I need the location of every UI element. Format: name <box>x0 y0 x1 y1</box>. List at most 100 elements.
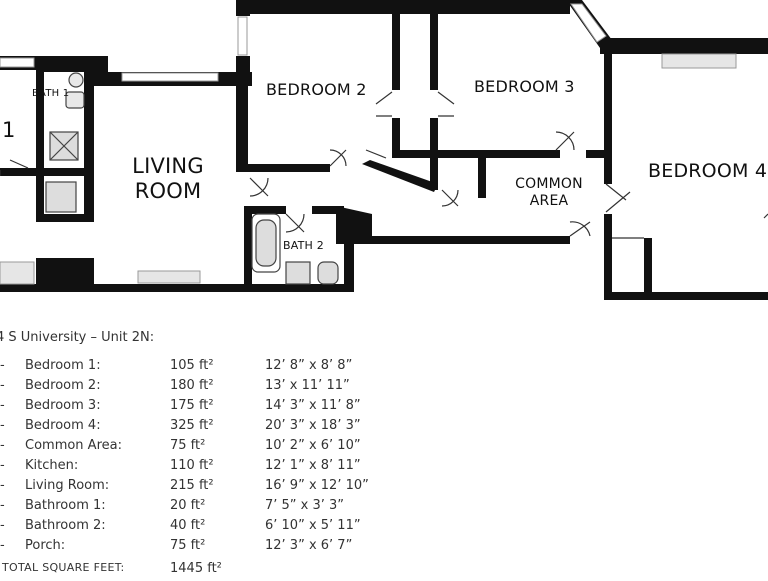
room-dims: 12’ 1” x 8’ 11” <box>265 458 361 473</box>
room-name: Bedroom 1: <box>25 358 101 373</box>
door <box>365 149 387 159</box>
room-name: Porch: <box>25 538 66 553</box>
room-name: Bedroom 3: <box>25 398 101 413</box>
wall <box>600 38 768 54</box>
bullet: - <box>0 458 5 473</box>
room-name: Common Area: <box>25 438 122 453</box>
door <box>763 213 768 219</box>
doors <box>0 91 768 239</box>
wall <box>248 164 330 172</box>
bullet: - <box>0 478 5 493</box>
room-dims: 16’ 9” x 12’ 10” <box>265 478 369 493</box>
bullet: - <box>0 438 5 453</box>
room-label-common-area: COMMON AREA <box>508 176 590 210</box>
spec-title: 4 S University – Unit 2N: <box>0 330 155 345</box>
wall <box>400 150 560 158</box>
wall <box>604 214 612 300</box>
wall <box>84 72 94 222</box>
door <box>375 91 393 117</box>
wall <box>0 168 36 176</box>
wall <box>236 56 250 86</box>
door <box>441 189 459 207</box>
room-name: Bedroom 4: <box>25 418 101 433</box>
wall <box>604 54 612 184</box>
room-label-bath2: BATH 2 <box>283 239 324 252</box>
walls <box>0 0 768 300</box>
wall <box>338 214 348 244</box>
door <box>249 177 269 197</box>
bullet: - <box>0 418 5 433</box>
toilet <box>65 91 85 109</box>
wall <box>36 168 94 176</box>
wall <box>236 72 248 172</box>
room-dims: 12’ 8” x 8’ 8” <box>265 358 353 373</box>
door <box>555 131 575 151</box>
wall <box>478 158 486 198</box>
wall <box>236 0 570 14</box>
bullet: - <box>0 378 5 393</box>
door <box>329 149 347 167</box>
bullet: - <box>0 398 5 413</box>
room-area: 20 ft² <box>170 498 206 513</box>
room-label-bedroom1-fragment: 1 <box>2 118 16 142</box>
wall <box>350 236 570 244</box>
wall <box>36 56 104 72</box>
window <box>661 53 737 69</box>
common-line2: AREA <box>529 192 569 209</box>
room-area: 175 ft² <box>170 398 214 413</box>
wall <box>244 206 286 214</box>
wall <box>392 14 400 90</box>
room-label-living: LIVING ROOM <box>128 154 208 204</box>
door <box>0 159 29 176</box>
room-dims: 14’ 3” x 11’ 8” <box>265 398 361 413</box>
room-area: 75 ft² <box>170 538 206 553</box>
bullet: - <box>0 518 5 533</box>
room-dims: 12’ 3” x 6’ 7” <box>265 538 353 553</box>
wall <box>36 176 44 222</box>
room-label-bath1: BATH 1 <box>32 88 70 99</box>
floor-plan <box>0 0 768 300</box>
door <box>569 221 591 237</box>
wall <box>36 72 44 168</box>
wall <box>430 14 438 90</box>
wall <box>344 244 354 292</box>
wall <box>586 150 612 158</box>
door <box>605 183 631 213</box>
wall <box>36 214 94 222</box>
room-dims: 6’ 10” x 5’ 11” <box>265 518 361 533</box>
room-area: 325 ft² <box>170 418 214 433</box>
room-name: Kitchen: <box>25 458 79 473</box>
total-value: 1445 ft² <box>170 561 222 576</box>
room-name: Living Room: <box>25 478 110 493</box>
window <box>0 261 35 285</box>
room-dims: 7’ 5” x 3’ 3” <box>265 498 345 513</box>
room-area: 215 ft² <box>170 478 214 493</box>
room-area: 110 ft² <box>170 458 214 473</box>
common-line1: COMMON <box>515 176 583 192</box>
room-dims: 20’ 3” x 18’ 3” <box>265 418 361 433</box>
wall <box>392 118 400 158</box>
window <box>121 72 219 82</box>
room-label-bedroom2: BEDROOM 2 <box>266 80 367 99</box>
wall <box>36 258 94 288</box>
room-dims: 13’ x 11’ 11” <box>265 378 350 393</box>
room-dims: 10’ 2” x 6’ 10” <box>265 438 361 453</box>
total-label: TOTAL SQUARE FEET: <box>2 561 125 574</box>
window <box>237 16 248 56</box>
bullet: - <box>0 358 5 373</box>
room-name: Bathroom 2: <box>25 518 106 533</box>
bullet: - <box>0 538 5 553</box>
bullet: - <box>0 498 5 513</box>
wall <box>0 284 352 292</box>
room-area: 105 ft² <box>170 358 214 373</box>
window <box>570 3 607 43</box>
toilet <box>317 261 339 285</box>
room-label-bedroom3: BEDROOM 3 <box>474 77 575 96</box>
room-name: Bathroom 1: <box>25 498 106 513</box>
living-line1: LIVING <box>132 154 204 178</box>
door <box>437 91 455 117</box>
wall <box>604 292 768 300</box>
room-area: 75 ft² <box>170 438 206 453</box>
sink <box>285 261 311 285</box>
door <box>285 213 305 233</box>
